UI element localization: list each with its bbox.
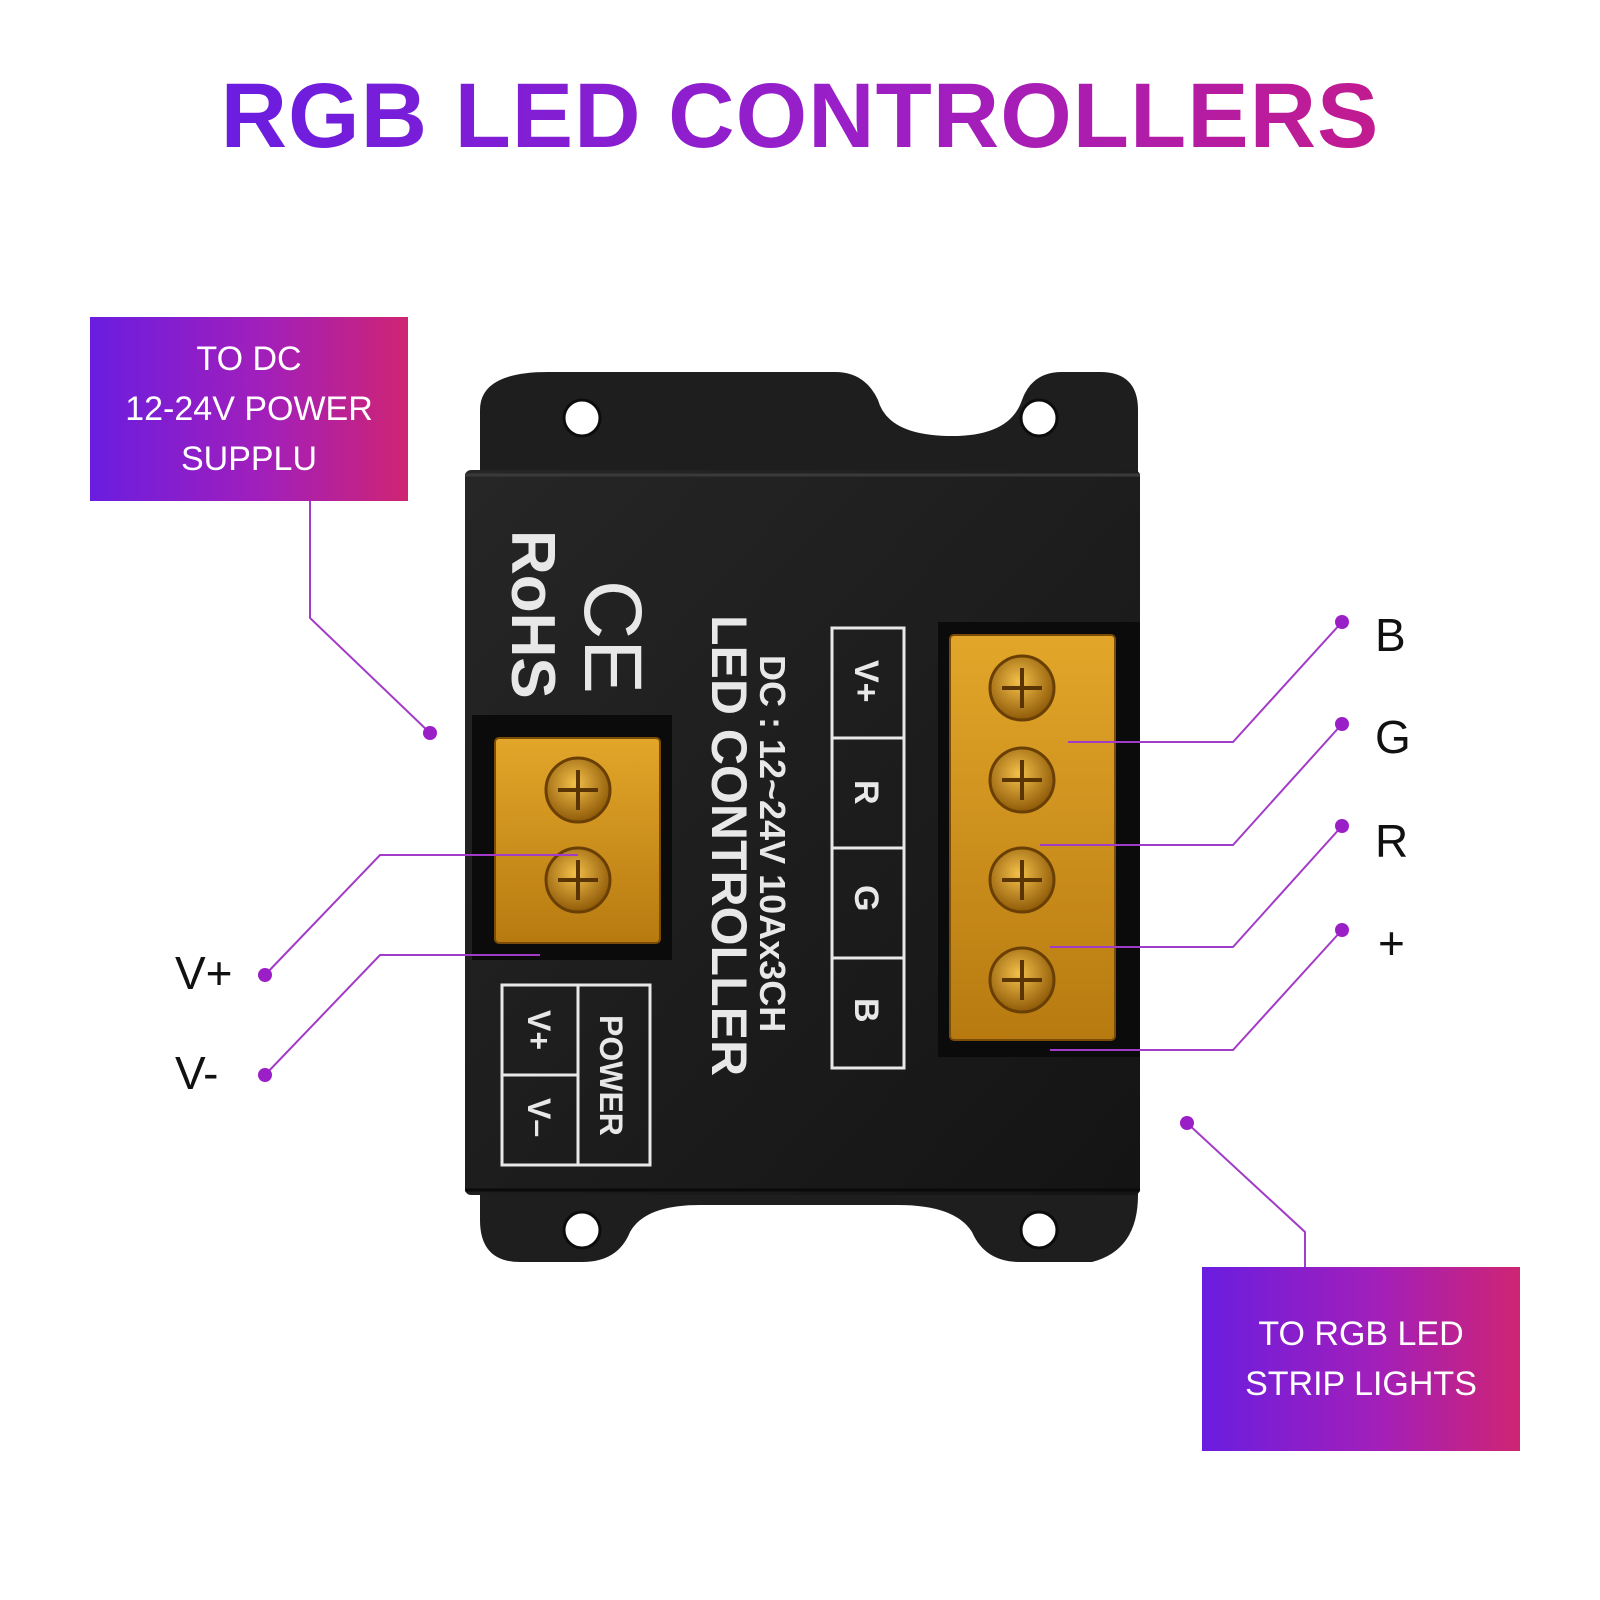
box-label-g: G bbox=[847, 885, 885, 911]
dot-power-callout bbox=[423, 726, 437, 740]
output-terminal-block bbox=[949, 634, 1116, 1041]
ce-mark: CE bbox=[567, 580, 658, 694]
leader-plus bbox=[1050, 929, 1343, 1051]
strip-callout-line-2: STRIP LIGHTS bbox=[1245, 1365, 1477, 1403]
device-spec: DC : 12~24V 10Ax3CH bbox=[752, 655, 793, 1032]
dot-b bbox=[1335, 615, 1349, 629]
page-title-text: RGB LED CONTROLLERS bbox=[220, 65, 1380, 167]
mount-hole-bottom-left bbox=[562, 1210, 602, 1250]
pin-label-r: R bbox=[1375, 815, 1409, 867]
pin-label-plus: + bbox=[1378, 917, 1405, 969]
pin-label-v-minus: V- bbox=[175, 1047, 219, 1099]
dot-plus bbox=[1335, 923, 1349, 937]
strip-lights-callout: TO RGB LED STRIP LIGHTS bbox=[1202, 1267, 1520, 1451]
box-label-b: B bbox=[847, 998, 885, 1023]
dot-r bbox=[1335, 819, 1349, 833]
dot-strip-callout bbox=[1180, 1116, 1194, 1130]
device-name: LED CONTROLLER bbox=[701, 615, 757, 1076]
pin-label-g: G bbox=[1375, 711, 1411, 763]
mount-hole-top-left bbox=[562, 398, 602, 438]
mount-hole-bottom-right bbox=[1019, 1210, 1059, 1250]
box-label-r: R bbox=[847, 780, 885, 805]
power-supply-callout: TO DC 12-24V POWER SUPPLU bbox=[90, 317, 408, 501]
output-screw-b-slot bbox=[1002, 668, 1042, 708]
leader-strip-callout bbox=[1186, 1122, 1306, 1267]
input-terminal-block bbox=[494, 737, 661, 944]
output-screw-g-slot bbox=[1002, 760, 1042, 800]
leader-v-plus bbox=[264, 854, 578, 976]
rohs-mark: RoHS bbox=[498, 530, 567, 699]
power-callout-line-2: 12-24V POWER bbox=[125, 390, 373, 428]
page-title: RGB LED CONTROLLERS bbox=[0, 70, 1600, 162]
power-box-v-minus: V– bbox=[521, 1098, 557, 1137]
output-screw-plus-slot bbox=[1002, 960, 1042, 1000]
leader-power-callout bbox=[309, 501, 431, 734]
power-box-heading: POWER bbox=[593, 1015, 629, 1136]
leader-v-minus bbox=[264, 954, 540, 1076]
dot-v-plus bbox=[258, 968, 272, 982]
power-callout-line-3: SUPPLU bbox=[180, 440, 318, 478]
pin-label-v-plus: V+ bbox=[175, 947, 233, 999]
output-screw-r-slot bbox=[1002, 860, 1042, 900]
mount-hole-top-right bbox=[1019, 398, 1059, 438]
power-box-v-plus: V+ bbox=[521, 1010, 557, 1050]
dot-v-minus bbox=[258, 1068, 272, 1082]
box-label-v-plus: V+ bbox=[847, 660, 885, 703]
input-screw-2-slot bbox=[558, 860, 598, 900]
leader-r bbox=[1050, 825, 1343, 948]
pin-label-b: B bbox=[1375, 609, 1406, 661]
dot-g bbox=[1335, 717, 1349, 731]
leader-b bbox=[1068, 621, 1343, 743]
strip-callout-line-1: TO RGB LED bbox=[1258, 1315, 1464, 1353]
power-callout-line-1: TO DC bbox=[196, 340, 302, 378]
input-screw-1-slot bbox=[558, 770, 598, 810]
leader-g bbox=[1040, 723, 1343, 846]
